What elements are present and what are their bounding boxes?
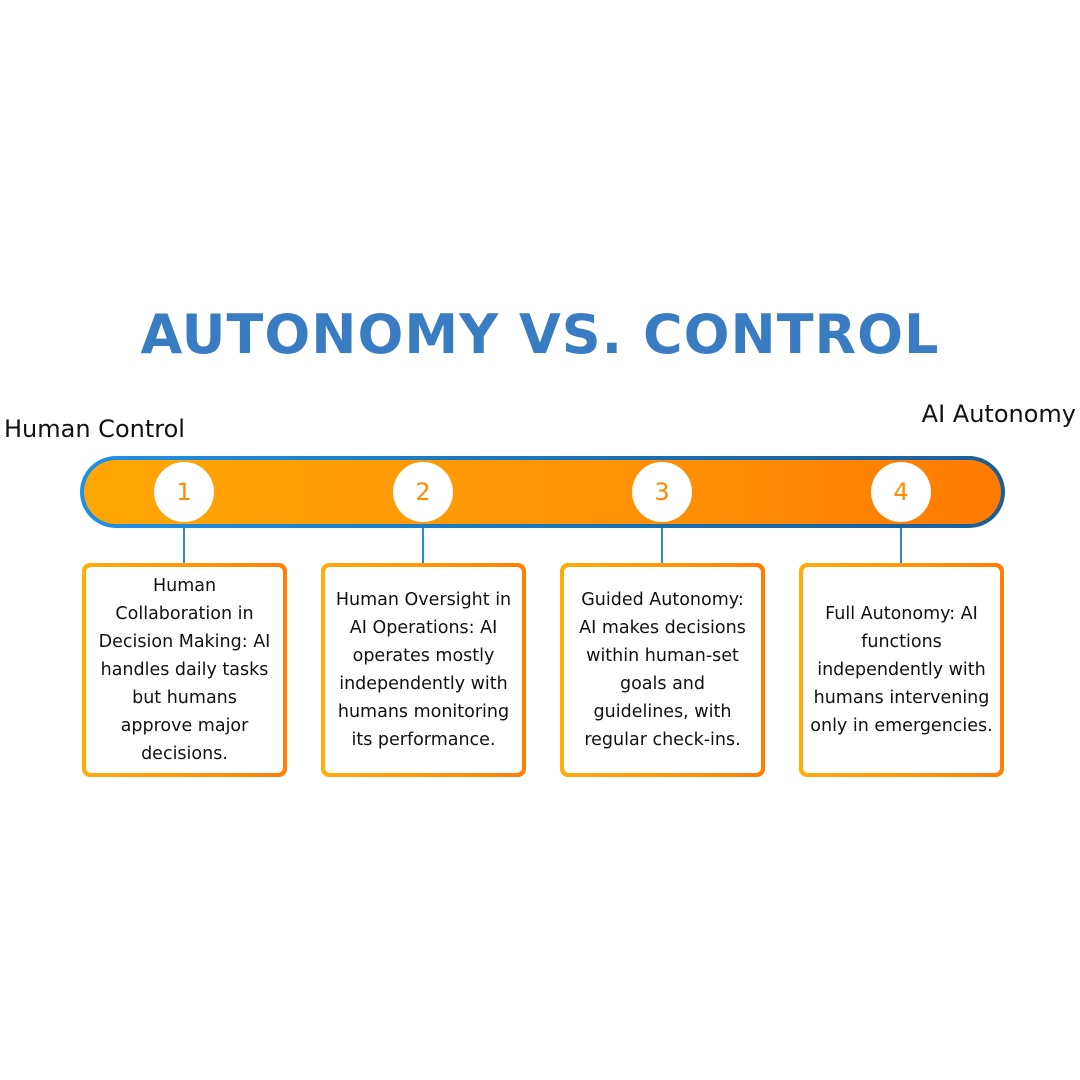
step-4-marker: 4	[871, 462, 931, 522]
step-4-description: Full Autonomy: AI functions independentl…	[810, 604, 993, 736]
step-3-connector	[661, 528, 663, 563]
step-2-description: Human Oversight in AI Operations: AI ope…	[335, 590, 512, 750]
step-1-connector	[183, 528, 185, 563]
ai-autonomy-label: AI Autonomy	[921, 400, 1076, 428]
step-3-description: Guided Autonomy: AI makes decisions with…	[579, 590, 746, 750]
step-3-card: Guided Autonomy: AI makes decisions with…	[560, 563, 765, 777]
spectrum-bar-fill	[84, 460, 1001, 524]
step-2-connector	[422, 528, 424, 563]
human-control-label: Human Control	[4, 415, 185, 443]
step-2-marker: 2	[393, 462, 453, 522]
step-4-card: Full Autonomy: AI functions independentl…	[799, 563, 1004, 777]
step-3-marker: 3	[632, 462, 692, 522]
step-4-connector	[900, 528, 902, 563]
step-1-description: Human Collaboration in Decision Making: …	[98, 576, 271, 764]
step-1-card: Human Collaboration in Decision Making: …	[82, 563, 287, 777]
autonomy-spectrum-bar	[80, 456, 1005, 528]
step-1-marker: 1	[154, 462, 214, 522]
page-title: AUTONOMY VS. CONTROL	[140, 303, 940, 366]
step-2-card: Human Oversight in AI Operations: AI ope…	[321, 563, 526, 777]
